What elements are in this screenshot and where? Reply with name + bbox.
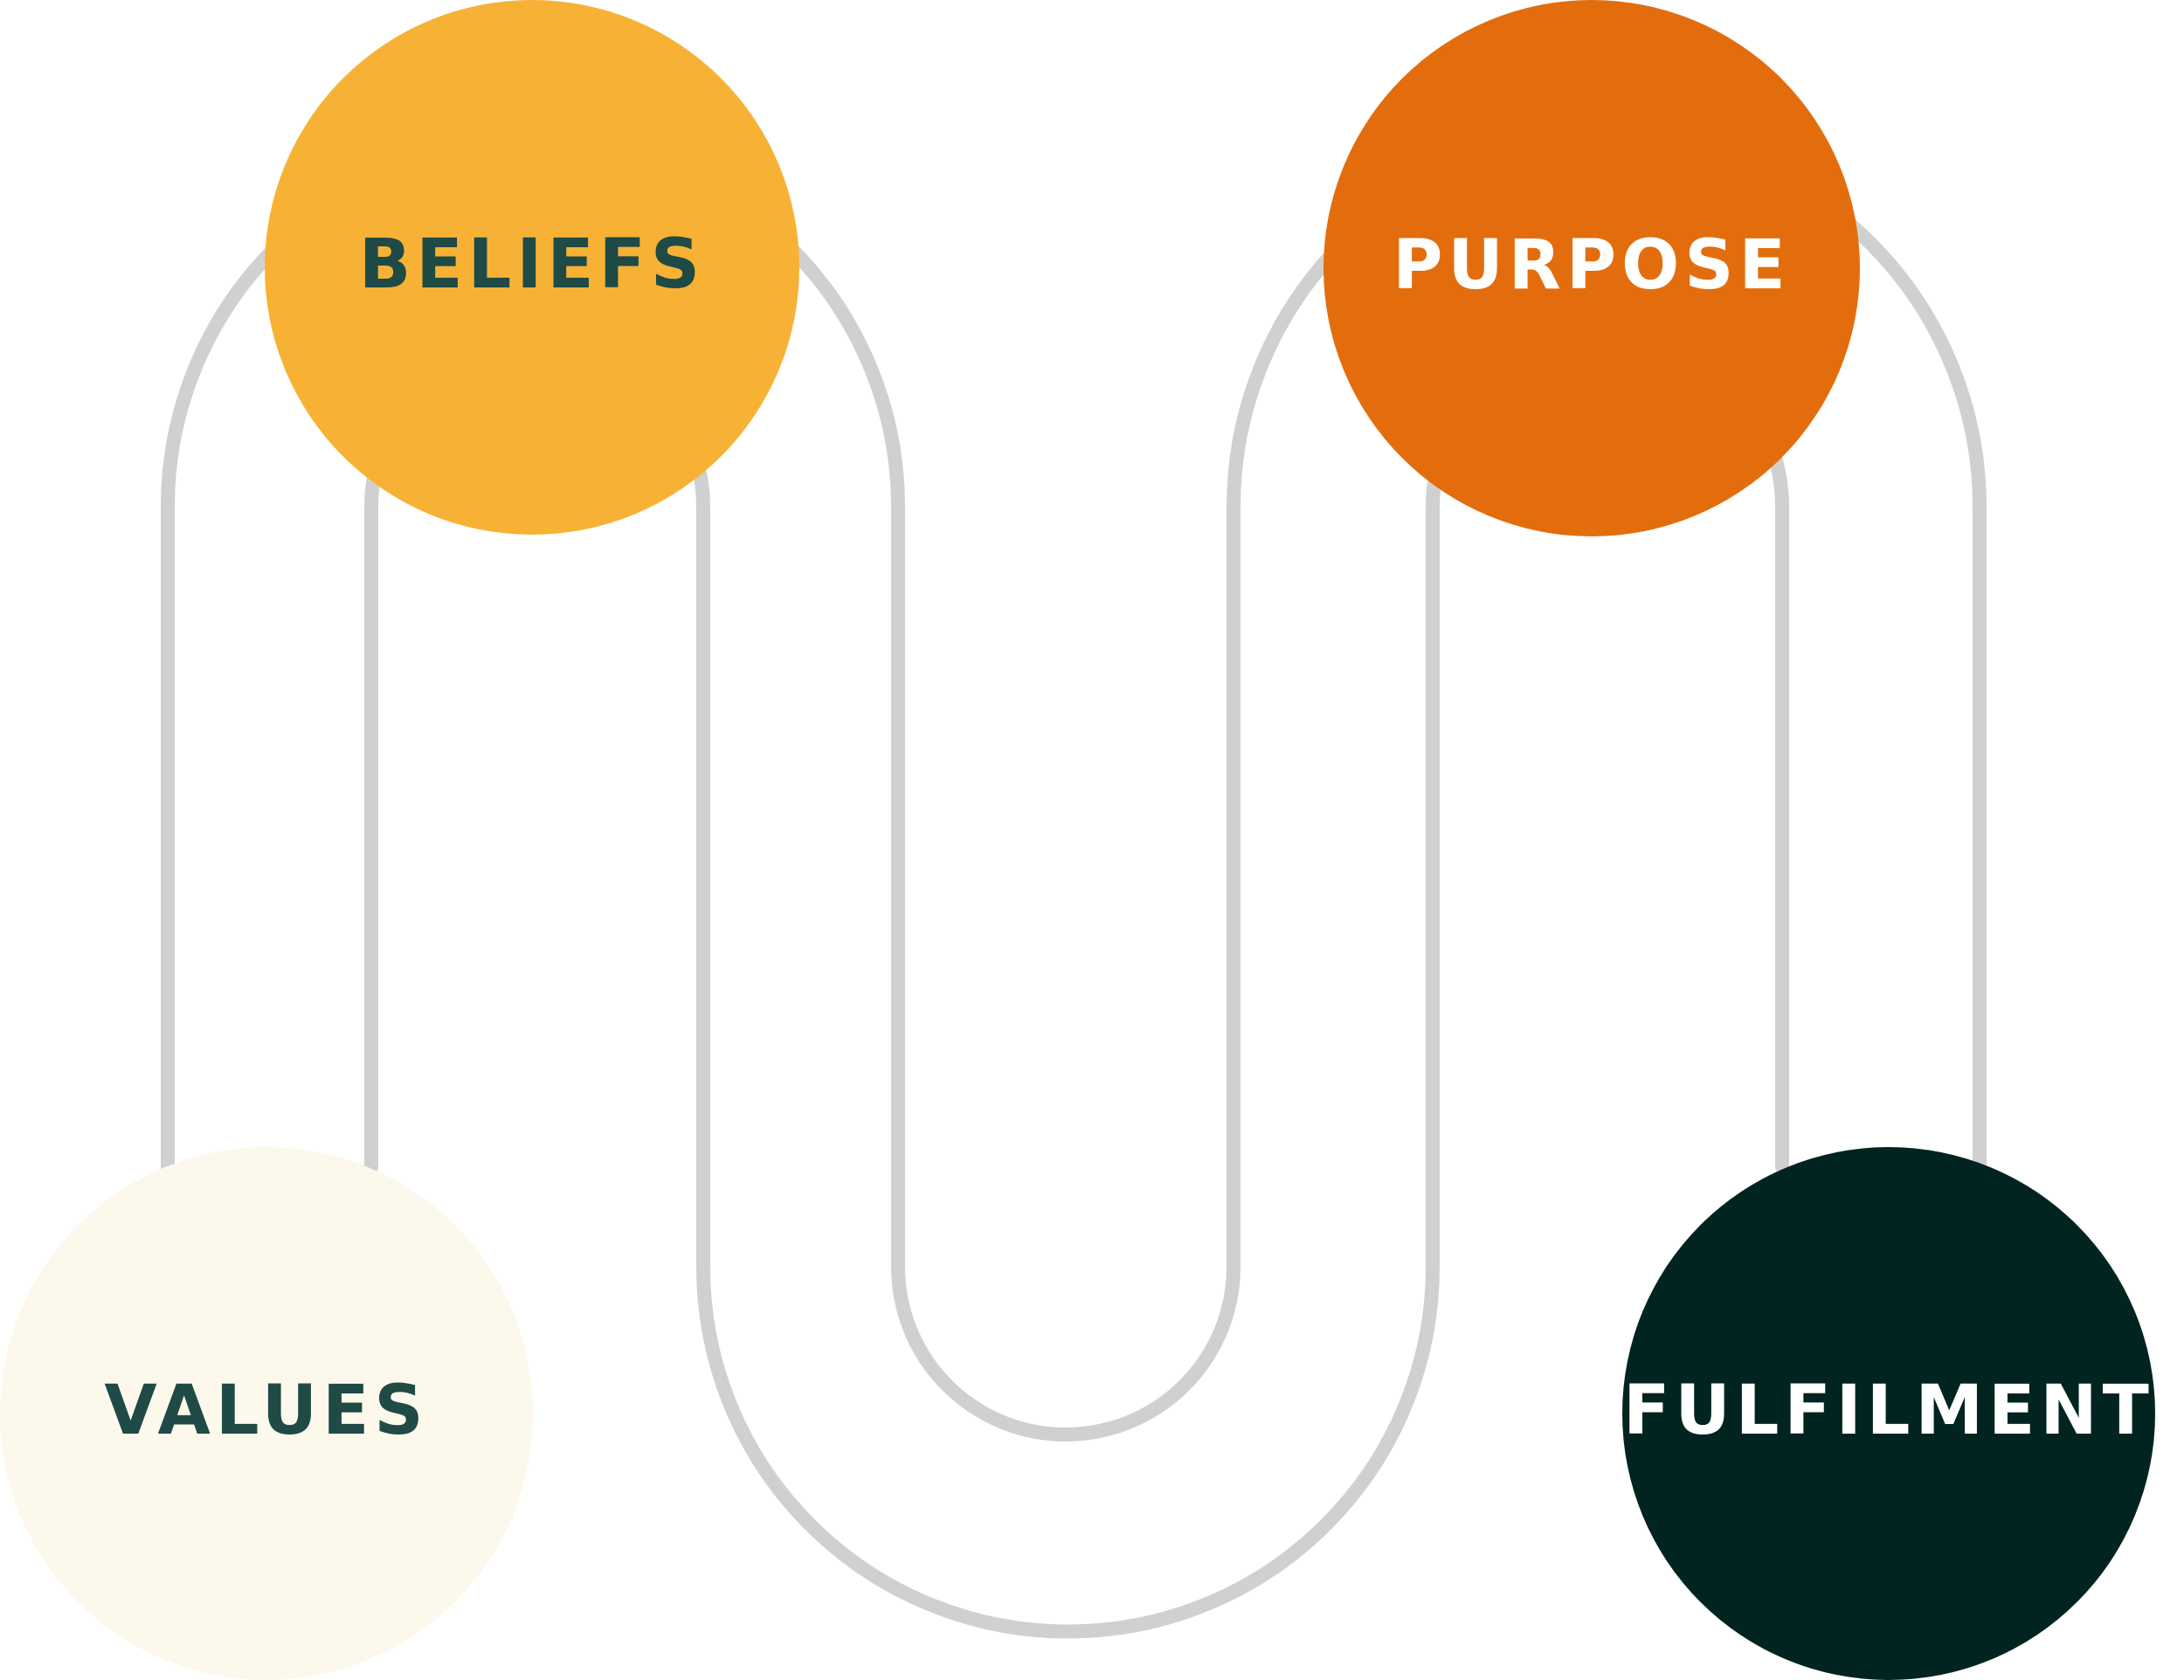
values-label: VALUES	[104, 1372, 429, 1450]
beliefs-label: BELIEFS	[358, 225, 706, 304]
purpose-label: PURPOSE	[1393, 226, 1791, 305]
fulfilment-label: FULFILMENT	[1623, 1372, 2154, 1450]
fulfilment-node: FULFILMENT	[1622, 1147, 2155, 1680]
beliefs-node: BELIEFS	[265, 0, 799, 535]
purpose-node: PURPOSE	[1324, 0, 1860, 536]
values-node: VALUES	[0, 1147, 533, 1680]
